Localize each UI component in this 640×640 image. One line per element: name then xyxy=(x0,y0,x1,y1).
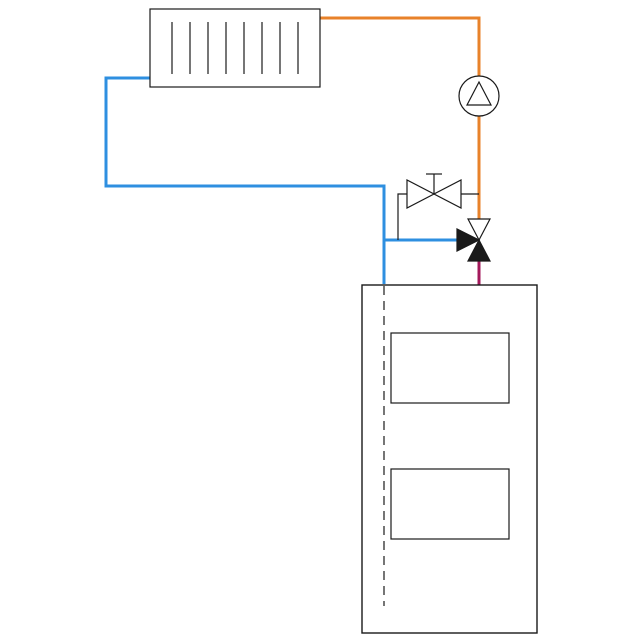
circulation-pump-icon xyxy=(458,75,500,117)
return-pipe xyxy=(104,76,386,284)
supply-pipe xyxy=(320,16,481,78)
boiler-lower-panel xyxy=(390,468,510,540)
bypass-line xyxy=(397,193,479,240)
three-way-mixing-valve-icon xyxy=(456,218,491,262)
radiator-icon xyxy=(149,8,321,88)
boiler-icon xyxy=(361,284,538,634)
boiler-upper-panel xyxy=(390,332,510,404)
two-way-valve-icon xyxy=(406,173,462,209)
